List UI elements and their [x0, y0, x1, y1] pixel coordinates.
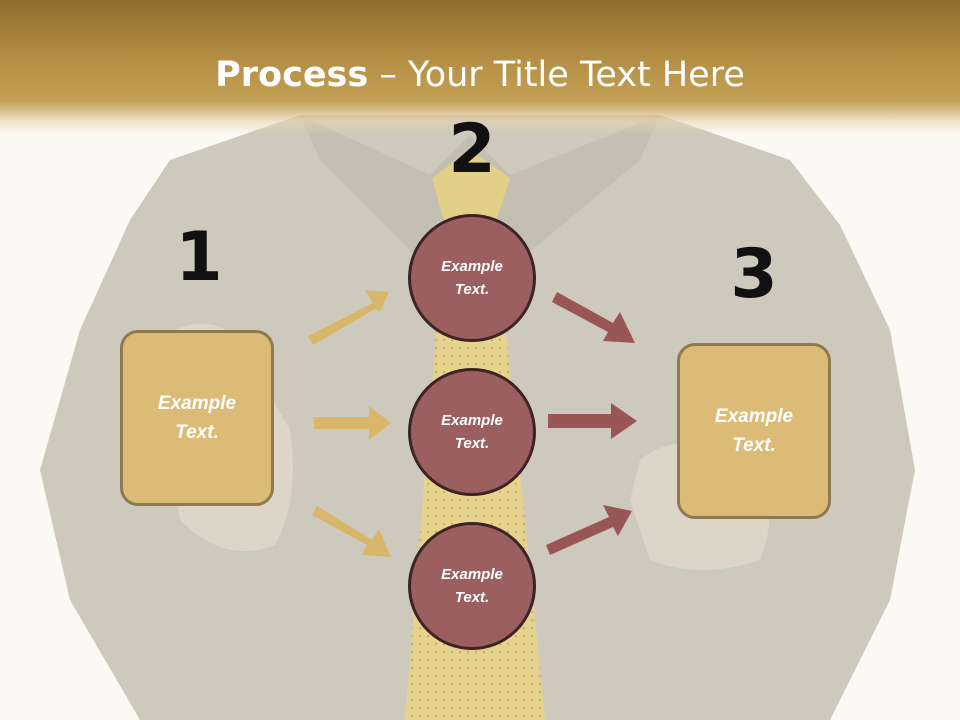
arrow-circle-bottom-to-3 — [546, 505, 632, 555]
circle-middle-text: Example Text. — [441, 412, 503, 452]
arrow-1-to-circle-bottom — [312, 506, 391, 557]
arrow-circle-top-to-3 — [552, 292, 635, 343]
tie-knot — [432, 150, 510, 225]
step-3-box-text: Example Text. — [714, 406, 794, 456]
step-2-circle-top[interactable]: Example Text. — [408, 214, 536, 342]
title-bold: Process — [215, 55, 369, 95]
step-number-1: 1 — [175, 218, 223, 297]
step-1-box-text: Example Text. — [157, 393, 237, 443]
step-1-box[interactable]: Example Text. — [120, 330, 274, 506]
arrow-1-to-circle-top — [308, 290, 389, 345]
step-number-3: 3 — [730, 235, 778, 314]
arrow-circle-middle-to-3 — [548, 403, 637, 439]
arrow-1-to-circle-middle — [314, 406, 391, 440]
step-2-circle-bottom[interactable]: Example Text. — [408, 522, 536, 650]
circle-top-text: Example Text. — [441, 258, 503, 298]
slide-title[interactable]: Process – Your Title Text Here — [0, 52, 960, 98]
step-3-box[interactable]: Example Text. — [677, 343, 831, 519]
circle-bottom-text: Example Text. — [441, 566, 503, 606]
header-band — [0, 0, 960, 135]
step-2-circle-middle[interactable]: Example Text. — [408, 368, 536, 496]
title-rest: – Your Title Text Here — [368, 55, 745, 95]
step-number-2: 2 — [448, 110, 496, 189]
